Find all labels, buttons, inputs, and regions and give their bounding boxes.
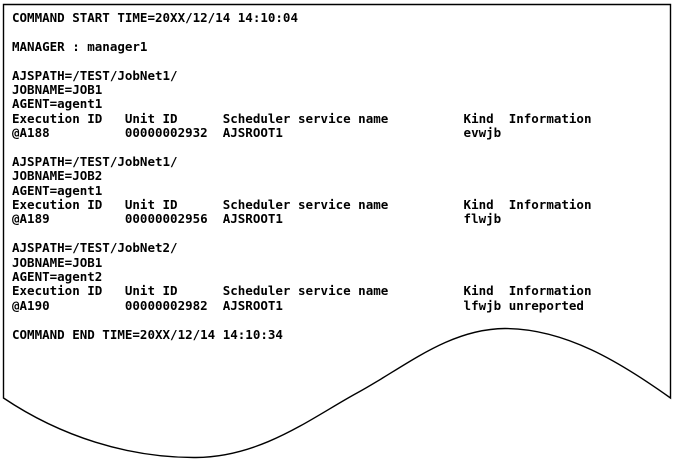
command-start-line: COMMAND START TIME=20XX/12/14 14:10:04	[12, 10, 298, 25]
agent-line: AGENT=agent2	[12, 269, 103, 285]
ajspath-line: AJSPATH=/TEST/JobNet1/	[12, 153, 178, 169]
table-header-line: Execution ID Unit ID Scheduler service n…	[12, 197, 592, 213]
jobname-line: JOBNAME=JOB1	[12, 254, 103, 270]
table-row-line: @A189 00000002956 AJSROOT1 flwjb	[12, 211, 509, 227]
ajspath-line: AJSPATH=/TEST/JobNet2/	[12, 240, 178, 256]
blank-line	[12, 227, 591, 241]
console-text: COMMAND START TIME=20XX/12/14 14:10:04 M…	[12, 10, 592, 342]
page-border-with-wave-edge	[2, 3, 672, 459]
blank-line	[12, 54, 591, 68]
blank-line	[12, 313, 591, 327]
manager-line: MANAGER : manager1	[12, 38, 148, 54]
table-header-line: Execution ID Unit ID Scheduler service n…	[12, 110, 592, 126]
table-row-line: @A188 00000002932 AJSROOT1 evwjb	[12, 125, 509, 141]
jobname-line: JOBNAME=JOB1	[12, 81, 103, 97]
blank-line	[12, 141, 591, 155]
agent-line: AGENT=agent1	[12, 182, 103, 198]
agent-line: AGENT=agent1	[12, 96, 103, 112]
command-end-line: COMMAND END TIME=20XX/12/14 14:10:34	[12, 326, 283, 342]
blank-line	[12, 25, 591, 39]
table-row-line: @A190 00000002982 AJSROOT1 lfwjb unrepor…	[12, 297, 584, 313]
jobname-line: JOBNAME=JOB2	[12, 168, 103, 184]
ajspath-line: AJSPATH=/TEST/JobNet1/	[12, 67, 178, 83]
table-header-line: Execution ID Unit ID Scheduler service n…	[12, 283, 592, 299]
